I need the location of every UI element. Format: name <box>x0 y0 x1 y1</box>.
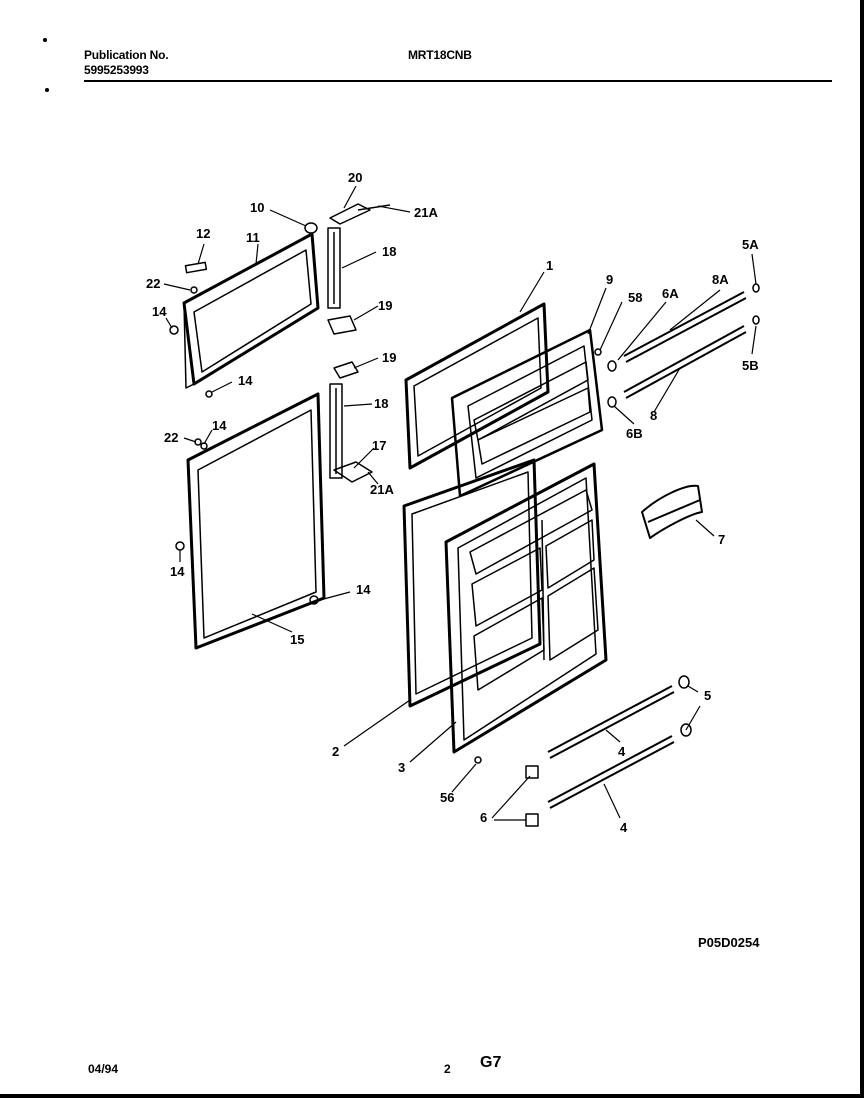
end-cap-5a <box>752 283 760 293</box>
callout-9: 9 <box>606 272 613 287</box>
callout-17: 17 <box>372 438 386 453</box>
end-cap-5-lower <box>680 723 692 737</box>
freezer-gasket <box>404 302 550 470</box>
callout-14-b: 14 <box>238 373 253 388</box>
callout-19-bottom: 19 <box>382 350 396 365</box>
door-handle <box>641 484 703 539</box>
bottom-trim-rod-2 <box>547 735 675 809</box>
bottom-trim-rod-1 <box>547 685 675 759</box>
callout-14-c: 14 <box>212 418 227 433</box>
end-cap-6b <box>607 396 617 408</box>
fresh-food-gasket <box>402 458 542 708</box>
callout-56: 56 <box>440 790 454 805</box>
diagram-code: P05D0254 <box>698 935 760 950</box>
top-hinge-assembly <box>327 203 391 335</box>
callout-6: 6 <box>480 810 487 825</box>
footer-section: G7 <box>480 1054 502 1071</box>
part-10-cap <box>304 222 318 234</box>
callout-58: 58 <box>628 290 642 305</box>
callout-19-top: 19 <box>378 298 392 313</box>
callout-14-a: 14 <box>152 304 167 319</box>
footer-date: 04/94 <box>88 1062 119 1076</box>
publication-number: 5995253993 <box>84 63 149 77</box>
trim-rod-upper <box>623 291 747 363</box>
callout-14-d: 14 <box>170 564 185 579</box>
callout-8a: 8A <box>712 272 729 287</box>
freezer-door-liner <box>450 328 604 498</box>
fresh-food-door-liner <box>444 462 608 754</box>
callout-8: 8 <box>650 408 657 423</box>
end-cap-5-upper <box>678 675 690 689</box>
fresh-food-liner-frame <box>186 392 326 650</box>
callout-22-a: 22 <box>146 276 160 291</box>
screw-14-e <box>309 595 319 605</box>
callout-22-b: 22 <box>164 430 178 445</box>
callout-5a: 5A <box>742 237 759 252</box>
callout-15: 15 <box>290 632 304 647</box>
plug-22-a <box>190 286 198 294</box>
callout-18-bottom: 18 <box>374 396 388 411</box>
bottom-hinge-assembly <box>329 361 373 483</box>
callout-4-upper: 4 <box>618 744 626 759</box>
trim-rod-lower <box>623 325 747 399</box>
callout-3: 3 <box>398 760 405 775</box>
scan-dot <box>43 38 47 42</box>
callout-7: 7 <box>718 532 725 547</box>
callout-21a-top: 21A <box>414 205 438 220</box>
callout-14-e: 14 <box>356 582 371 597</box>
scan-dot <box>45 88 49 92</box>
callout-1: 1 <box>546 258 553 273</box>
callout-21a-bottom: 21A <box>370 482 394 497</box>
callout-labels: 1 2 3 4 4 5 5A 5B 6 6A 6B 7 8 8A 9 10 11… <box>146 170 759 835</box>
callout-5: 5 <box>704 688 711 703</box>
callout-12: 12 <box>196 226 210 241</box>
end-cap-6-lower <box>525 813 539 827</box>
callout-20: 20 <box>348 170 362 185</box>
freezer-liner-frame <box>182 232 320 389</box>
screw-14-a <box>169 325 179 335</box>
screw-14-d <box>175 541 185 551</box>
footer-page: 2 <box>444 1062 451 1076</box>
leader-lines <box>163 185 757 821</box>
publication-label: Publication No. <box>84 48 169 62</box>
part-12-block <box>184 261 208 274</box>
model-number: MRT18CNB <box>408 48 472 62</box>
callout-11: 11 <box>246 230 260 245</box>
callout-5b: 5B <box>742 358 759 373</box>
header-rule <box>84 80 832 82</box>
end-cap-6-upper <box>525 765 539 779</box>
callout-4-lower: 4 <box>620 820 628 835</box>
callout-10: 10 <box>250 200 264 215</box>
callout-6a: 6A <box>662 286 679 301</box>
end-cap-5b <box>752 315 760 325</box>
screw-14-b <box>205 390 213 398</box>
callout-18-top: 18 <box>382 244 396 259</box>
screw-56 <box>474 756 482 764</box>
end-cap-6a <box>607 360 617 372</box>
screw-58 <box>594 348 602 356</box>
callout-6b: 6B <box>626 426 643 441</box>
callout-2: 2 <box>332 744 339 759</box>
